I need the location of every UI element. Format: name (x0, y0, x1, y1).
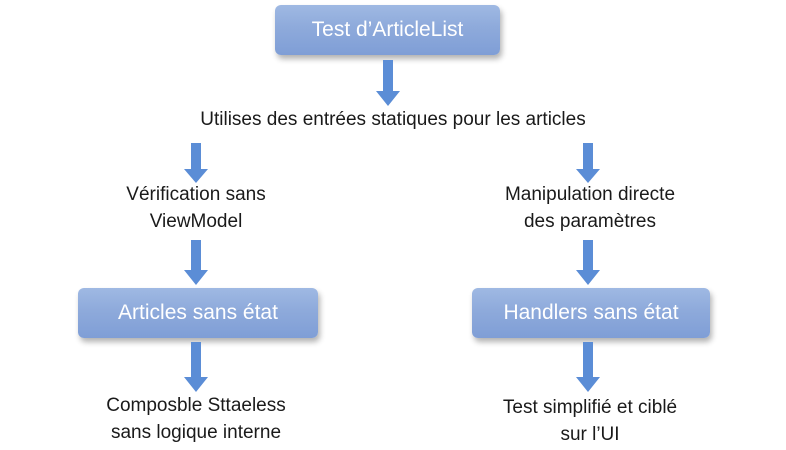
verification-text: Vérification sans ViewModel (96, 181, 296, 235)
composable-text: Composble Sttaeless sans logique interne (86, 392, 306, 446)
arrow-down-icon (576, 240, 600, 285)
root-node-box: Test d’ArticleList (275, 5, 500, 55)
manipulation-line-2: des paramètres (523, 211, 656, 232)
arrow-down-icon (576, 342, 600, 392)
verification-line-1: Vérification sans (126, 184, 266, 205)
test-simplified-text: Test simplifié et ciblé sur l’UI (470, 394, 710, 448)
arrow-down-icon (576, 143, 600, 183)
manipulation-line-1: Manipulation directe (504, 184, 676, 205)
arrow-down-icon (184, 143, 208, 183)
handlers-stateless-box: Handlers sans état (472, 288, 710, 338)
composable-line-1: Composble Sttaeless (106, 395, 286, 416)
static-entries-label: Utilises des entrées statiques pour les … (200, 109, 586, 130)
static-entries-text: Utilises des entrées statiques pour les … (150, 106, 636, 133)
verification-line-2: ViewModel (149, 211, 243, 232)
arrow-down-icon (184, 342, 208, 392)
articles-stateless-label: Articles sans état (118, 301, 278, 324)
articles-stateless-box: Articles sans état (78, 288, 318, 338)
arrow-down-icon (184, 240, 208, 285)
manipulation-text: Manipulation directe des paramètres (470, 181, 710, 235)
composable-line-2: sans logique interne (110, 422, 282, 443)
test-simplified-line-1: Test simplifié et ciblé (502, 397, 678, 418)
handlers-stateless-label: Handlers sans état (503, 301, 679, 324)
root-node-label: Test d’ArticleList (311, 18, 464, 41)
arrow-down-icon (376, 60, 400, 106)
test-simplified-line-2: sur l’UI (560, 424, 620, 445)
